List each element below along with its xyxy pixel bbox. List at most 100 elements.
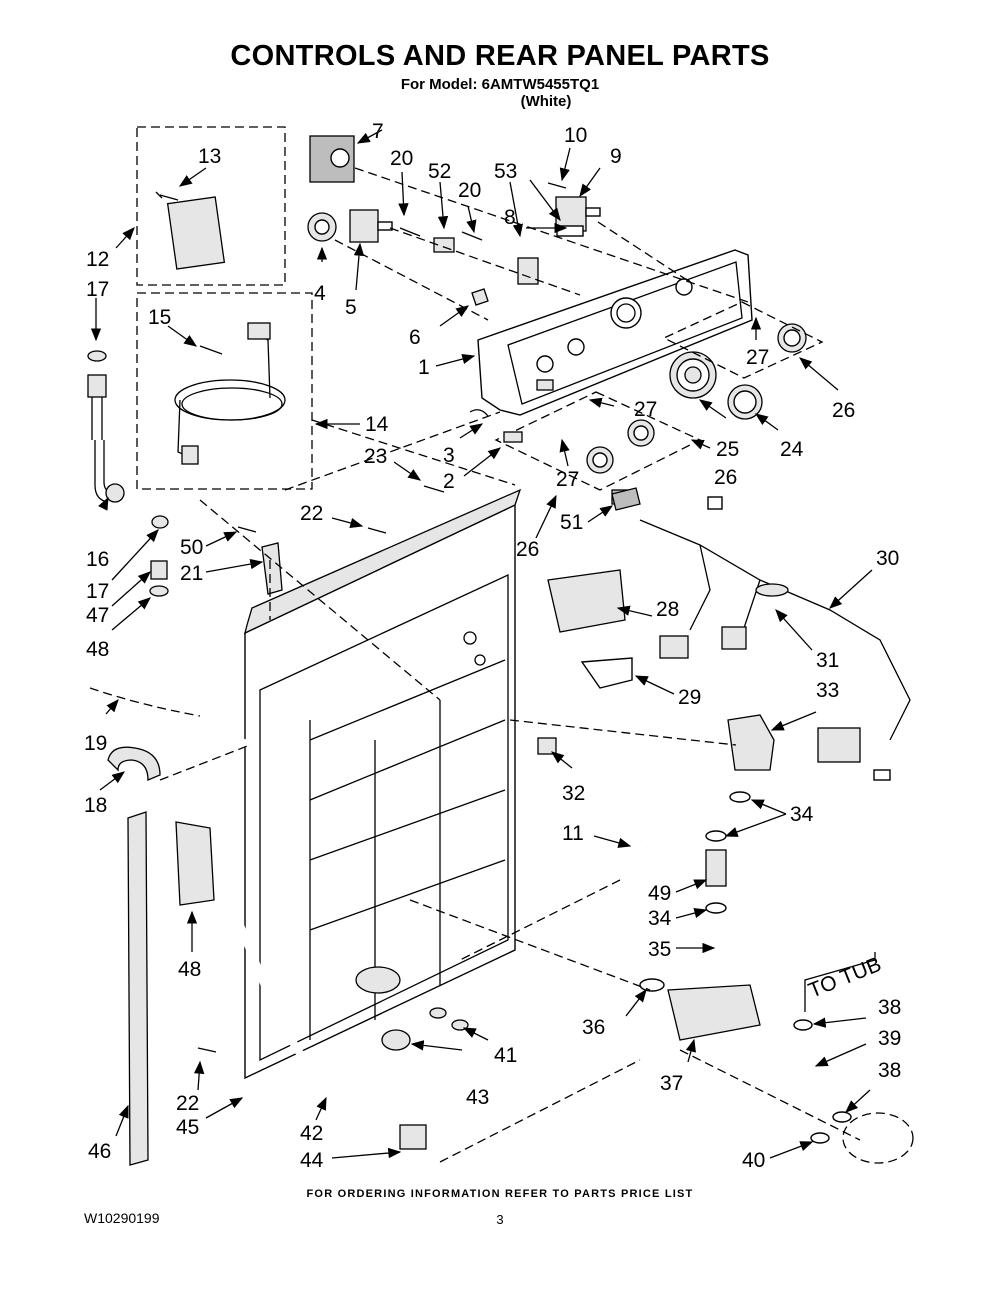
callout-30: 30	[876, 547, 899, 570]
callout-5: 5	[345, 296, 357, 319]
callout-48a: 48	[86, 638, 109, 661]
control-console	[477, 249, 753, 416]
pressure-switch-33	[727, 714, 775, 771]
callout-3: 3	[443, 444, 455, 467]
page-title: CONTROLS AND REAR PANEL PARTS	[230, 40, 770, 72]
fitting-49	[705, 849, 727, 887]
bracket-48	[175, 821, 215, 906]
small-knob-low	[586, 446, 614, 474]
callout-1: 1	[418, 356, 430, 379]
callout-44: 44	[300, 1149, 324, 1172]
switch-7	[309, 135, 355, 183]
callout-25: 25	[716, 438, 739, 461]
callout-37: 37	[660, 1072, 683, 1095]
callout-31: 31	[816, 649, 839, 672]
callout-34b: 34	[648, 907, 672, 930]
switch-5	[349, 209, 393, 243]
pump-37	[667, 984, 761, 1041]
part-32	[537, 737, 557, 755]
callout-39: 39	[878, 1027, 901, 1050]
callout-38b: 38	[878, 1059, 901, 1082]
callout-26b: 26	[714, 466, 737, 489]
callout-14: 14	[365, 413, 389, 436]
callout-22a: 22	[300, 502, 323, 525]
callout-27a: 27	[746, 346, 769, 369]
tie-19	[89, 687, 201, 717]
callout-29: 29	[678, 686, 701, 709]
callout-7: 7	[372, 120, 384, 143]
callout-47: 47	[86, 604, 109, 627]
callout-20b: 20	[458, 179, 481, 202]
callout-50: 50	[180, 536, 203, 559]
to-tub-label: TO TUB	[805, 953, 884, 1003]
callout-32: 32	[562, 782, 585, 805]
callout-43: 43	[466, 1086, 489, 1109]
callout-27b: 27	[634, 398, 657, 421]
strip-46	[127, 811, 149, 1166]
callout-numbers: 1 2 3 4 5 6 7 8 9 10 11 12 13 14 15 16 1…	[84, 120, 901, 1172]
clamp-34-top	[729, 791, 751, 803]
part-28	[547, 569, 626, 633]
callout-26a: 26	[832, 399, 855, 422]
callout-26c: 26	[516, 538, 539, 561]
callout-10: 10	[564, 124, 587, 147]
power-cord	[174, 322, 286, 465]
document-number: W10290199	[84, 1210, 160, 1226]
callout-48b: 48	[178, 958, 201, 981]
callout-2: 2	[443, 470, 455, 493]
model-info: For Model: 6AMTW5455TQ1 (White)	[0, 76, 1000, 110]
callout-17a: 17	[86, 278, 109, 301]
knob-25	[669, 351, 717, 399]
callout-45: 45	[176, 1116, 199, 1139]
callout-17b: 17	[86, 580, 109, 603]
switch-4	[307, 212, 337, 242]
screws-top	[155, 182, 567, 1053]
callout-35: 35	[648, 938, 671, 961]
ordering-note: FOR ORDERING INFORMATION REFER TO PARTS …	[306, 1188, 694, 1200]
callout-34a: 34	[790, 803, 814, 826]
callout-33: 33	[816, 679, 839, 702]
part-3	[469, 409, 489, 417]
callout-49: 49	[648, 882, 671, 905]
callout-8: 8	[504, 206, 516, 229]
callout-23: 23	[364, 445, 387, 468]
hose-clamp-44	[399, 1124, 427, 1150]
bracket-21	[261, 542, 283, 595]
callout-18: 18	[84, 794, 107, 817]
model-line: For Model: 6AMTW5455TQ1	[400, 76, 600, 93]
small-knob-top	[777, 323, 807, 353]
callout-13: 13	[198, 145, 221, 168]
callout-11: 11	[562, 822, 584, 845]
inlet-hose	[87, 350, 169, 597]
leader-lines	[90, 129, 873, 1159]
tub-outlet-phantom	[842, 1112, 914, 1164]
callout-9: 9	[610, 145, 622, 168]
callout-46: 46	[88, 1140, 111, 1163]
callout-20a: 20	[390, 147, 413, 170]
knob-24	[727, 384, 763, 420]
callout-16: 16	[86, 548, 109, 571]
callout-24: 24	[780, 438, 804, 461]
clip-18	[107, 746, 161, 781]
callout-21: 21	[180, 562, 203, 585]
callout-15: 15	[148, 306, 171, 329]
callout-22b: 22	[176, 1092, 199, 1115]
rear-panel	[244, 488, 522, 1080]
callout-36: 36	[582, 1016, 605, 1039]
page-number: 3	[496, 1212, 504, 1227]
callout-19: 19	[84, 732, 107, 755]
clamp-40	[810, 1132, 830, 1144]
callout-38a: 38	[878, 996, 901, 1019]
plug-41a	[429, 1007, 447, 1019]
callout-52: 52	[428, 160, 451, 183]
callout-42: 42	[300, 1122, 323, 1145]
callout-12: 12	[86, 248, 109, 271]
callout-6: 6	[409, 326, 421, 349]
clamp-38-top	[793, 1019, 813, 1031]
part-2	[503, 431, 523, 443]
clamp-38-bottom	[832, 1111, 852, 1123]
callout-4: 4	[314, 282, 326, 305]
group-box-12	[136, 126, 286, 286]
hose-35	[717, 920, 741, 984]
